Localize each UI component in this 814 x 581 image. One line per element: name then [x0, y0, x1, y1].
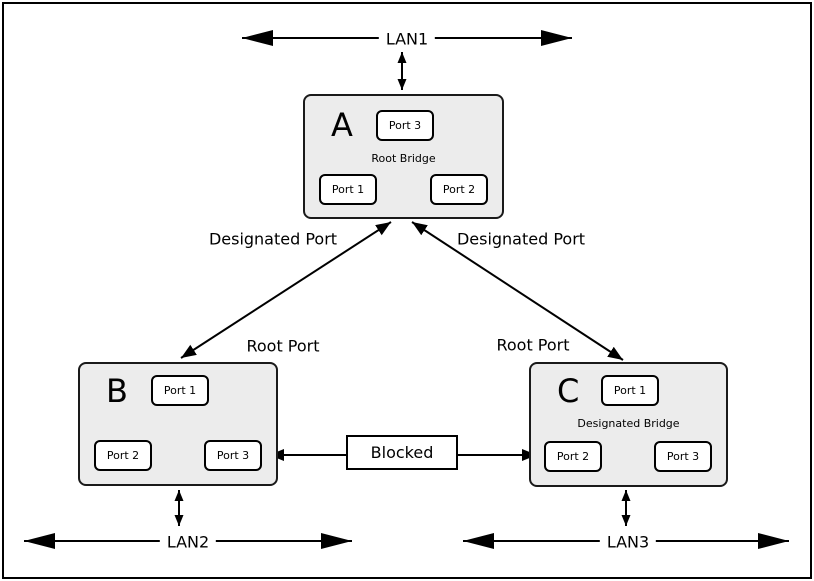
- bridge-a-port-2: Port 2: [430, 174, 488, 205]
- root-port-label-right: Root Port: [496, 335, 570, 355]
- root-port-label-left: Root Port: [246, 336, 320, 356]
- bridge-c-port-1: Port 1: [601, 375, 659, 406]
- lan3-label: LAN3: [599, 532, 657, 552]
- blocked-link-box: Blocked: [346, 435, 458, 470]
- bridge-a-letter: A: [331, 106, 353, 144]
- bridge-b-port-2: Port 2: [94, 440, 152, 471]
- bridge-b-port-1: Port 1: [151, 375, 209, 406]
- bridge-c-port-2: Port 2: [544, 441, 602, 472]
- designated-port-label-left: Designated Port: [208, 229, 338, 249]
- bridge-c-port-3: Port 3: [654, 441, 712, 472]
- bridge-a: A Port 3 Root Bridge Port 1 Port 2: [303, 94, 504, 219]
- designated-port-label-right: Designated Port: [456, 229, 586, 249]
- bridge-a-port-1: Port 1: [319, 174, 377, 205]
- bridge-b: B Port 1 Port 2 Port 3: [78, 362, 278, 486]
- bridge-c-letter: C: [557, 372, 580, 410]
- lan1-label: LAN1: [378, 29, 436, 49]
- bridge-c: C Port 1 Designated Bridge Port 2 Port 3: [529, 362, 728, 487]
- bridge-b-port-3: Port 3: [204, 440, 262, 471]
- bridge-a-port-3: Port 3: [376, 110, 434, 141]
- bridge-b-letter: B: [106, 372, 128, 410]
- link-bridge-a-to-bridge-c: [411, 221, 624, 361]
- bridge-a-role-label: Root Bridge: [371, 152, 436, 165]
- bridge-c-role-label: Designated Bridge: [577, 417, 680, 430]
- link-bridge-a-to-bridge-b: [180, 221, 392, 359]
- lan2-label: LAN2: [159, 532, 217, 552]
